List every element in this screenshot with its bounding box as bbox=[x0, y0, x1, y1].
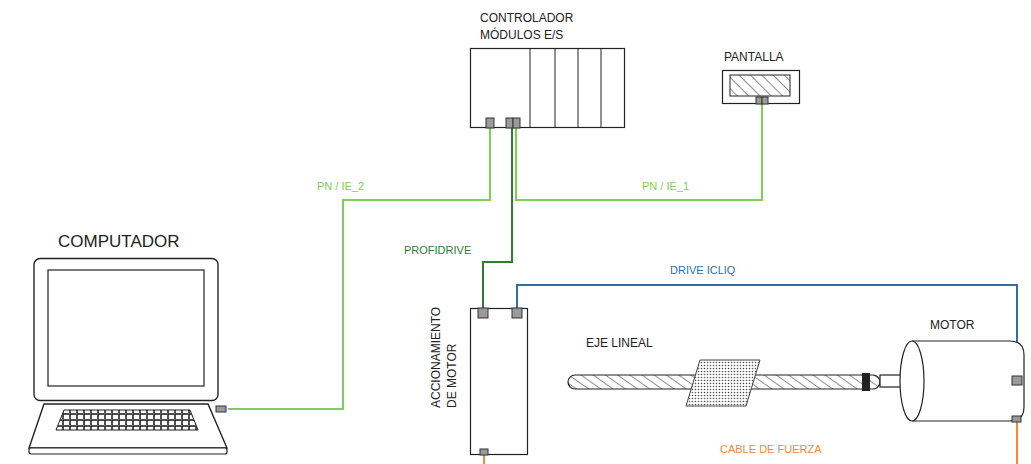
drive-box-outline bbox=[470, 308, 528, 455]
cable-label: CABLE DE FUERZA bbox=[718, 443, 823, 456]
cable-label: PROFIDRIVE bbox=[402, 244, 473, 257]
node-heading: PANTALLA bbox=[724, 49, 814, 66]
drive-box: ACCIONAMIENTO DE MOTOR bbox=[470, 308, 528, 455]
network-cable bbox=[483, 128, 512, 308]
controller-box: CONTROLADOR MÓDULOS E/S bbox=[470, 48, 625, 128]
node-heading: CONTROLADOR MÓDULOS E/S bbox=[480, 10, 592, 44]
network-cable bbox=[228, 128, 490, 409]
motor-outline bbox=[900, 340, 1025, 422]
cable-label: PN / IE_2 bbox=[315, 180, 366, 193]
node-heading: COMPUTADOR bbox=[58, 232, 218, 252]
display-box-outline bbox=[722, 70, 800, 104]
display-box: PANTALLA bbox=[722, 70, 800, 104]
motor: MOTOR bbox=[900, 340, 1025, 422]
controller-box-outline bbox=[470, 48, 625, 128]
power-cable bbox=[483, 455, 485, 464]
power-cable bbox=[1016, 421, 1018, 464]
linear-axis: EJE LINEAL bbox=[568, 358, 883, 408]
node-heading: MOTOR bbox=[930, 317, 1010, 334]
cable-label: PN / IE_1 bbox=[640, 180, 691, 193]
laptop: COMPUTADOR bbox=[28, 258, 228, 456]
node-heading: ACCIONAMIENTO DE MOTOR bbox=[428, 296, 460, 408]
linear-axis-outline bbox=[568, 358, 883, 408]
laptop-outline bbox=[28, 258, 228, 456]
cable-label: DRIVE ICLIQ bbox=[668, 264, 737, 277]
node-heading: EJE LINEAL bbox=[586, 335, 696, 352]
